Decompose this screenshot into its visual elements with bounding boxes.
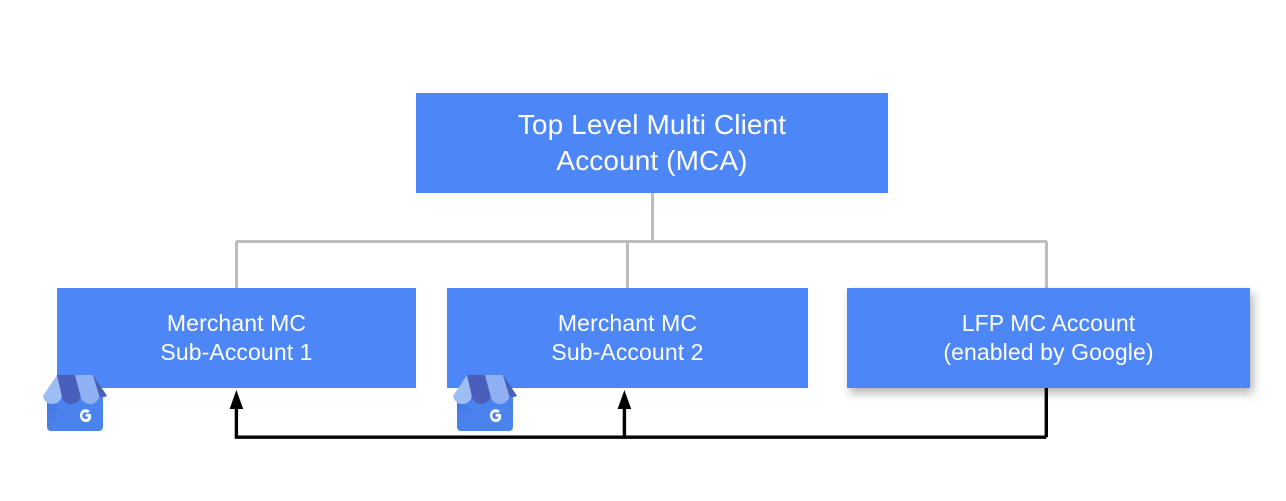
node-merchant-sub-account-1[interactable]: Merchant MC Sub-Account 1 xyxy=(57,288,416,388)
google-business-profile-icon xyxy=(43,375,107,431)
hierarchy-connectors xyxy=(235,193,1048,288)
node-top-level-mca[interactable]: Top Level Multi Client Account (MCA) xyxy=(416,93,888,193)
node-lfp-mc-account-label: LFP MC Account (enabled by Google) xyxy=(943,309,1154,365)
arrowhead-merchant-1 xyxy=(229,390,244,409)
google-business-profile-icon xyxy=(453,375,517,431)
data-flow-connectors xyxy=(234,388,1048,439)
arrowhead-merchant-2 xyxy=(617,390,632,409)
node-merchant-sub-account-1-label: Merchant MC Sub-Account 1 xyxy=(160,309,313,365)
node-top-level-mca-label: Top Level Multi Client Account (MCA) xyxy=(517,109,787,176)
node-lfp-mc-account[interactable]: LFP MC Account (enabled by Google) xyxy=(847,288,1250,388)
node-merchant-sub-account-2-label: Merchant MC Sub-Account 2 xyxy=(551,309,704,365)
node-merchant-sub-account-2[interactable]: Merchant MC Sub-Account 2 xyxy=(447,288,808,388)
data-flow-arrowheads xyxy=(229,390,632,409)
